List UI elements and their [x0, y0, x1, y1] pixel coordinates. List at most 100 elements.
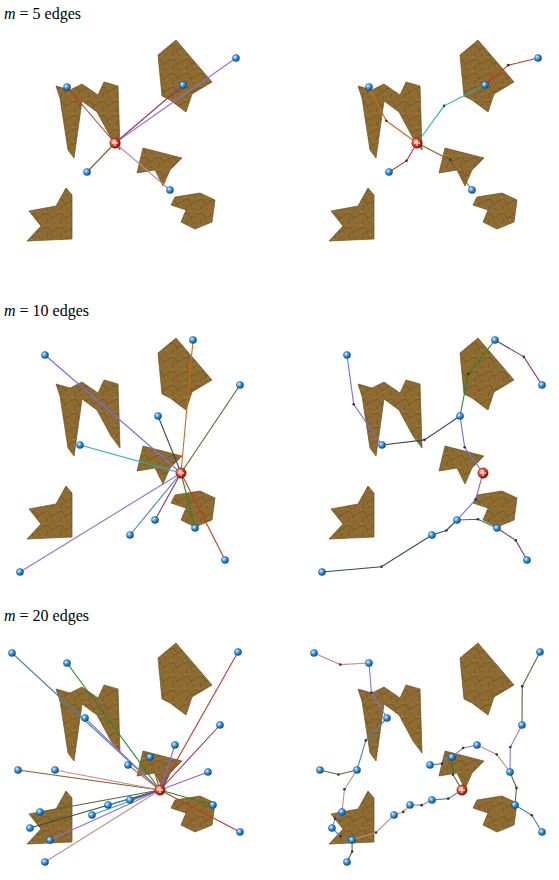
bend-point	[343, 788, 346, 791]
terminal-point	[81, 714, 88, 721]
bend-point	[467, 373, 470, 376]
terminal-point	[189, 336, 196, 343]
direct-edge	[55, 770, 160, 790]
direct-edge	[115, 58, 236, 143]
tree-edge	[389, 143, 417, 172]
terminal-point	[343, 858, 350, 865]
terminal-point	[338, 808, 345, 815]
root-disc	[155, 785, 165, 795]
direct-edge	[160, 790, 240, 832]
terminal-point	[456, 412, 463, 419]
terminal-point	[316, 766, 323, 773]
direct-edge	[181, 473, 195, 528]
terminal-point	[46, 836, 53, 843]
direct-edge	[115, 143, 170, 190]
terminal-point	[473, 741, 480, 748]
terminal-point	[204, 768, 211, 775]
bend-point	[523, 356, 526, 359]
direct-edge	[160, 772, 208, 790]
tree-edge	[497, 528, 527, 560]
terminal-point	[191, 524, 198, 531]
tree-edge	[314, 653, 369, 665]
root-cross	[157, 787, 163, 793]
bend-point	[463, 446, 466, 449]
terminal-point	[236, 828, 243, 835]
bend-point	[447, 797, 450, 800]
terminal-point	[166, 186, 173, 193]
root-point	[412, 138, 422, 148]
terminal-point	[63, 659, 70, 666]
terminal-point	[41, 858, 48, 865]
terminal-point	[236, 381, 243, 388]
direct-edge	[30, 790, 160, 828]
root-cross	[480, 470, 486, 476]
tree-edge	[495, 340, 542, 385]
terminal-point	[343, 351, 350, 358]
terminal-point	[353, 766, 360, 773]
root-disc	[176, 468, 186, 478]
direct-edge	[130, 473, 181, 535]
terminal-point	[126, 796, 133, 803]
direct-edge	[108, 790, 160, 805]
terminal-point	[453, 516, 460, 523]
tree-edge	[515, 805, 542, 832]
terminal-point	[348, 836, 355, 843]
direct-edge	[45, 790, 160, 862]
root-disc	[412, 138, 422, 148]
bend-point	[445, 529, 448, 532]
root-cross	[112, 140, 118, 146]
terminal-point	[538, 828, 545, 835]
bend-point	[385, 119, 388, 122]
terminal-point	[428, 796, 435, 803]
tree-edge	[457, 473, 483, 520]
bend-point	[405, 160, 408, 163]
direct-edge	[181, 340, 193, 473]
tree-edge	[510, 725, 522, 772]
terminal-point	[378, 441, 385, 448]
root-point	[110, 138, 120, 148]
tree-edge	[369, 87, 417, 143]
bend-point	[474, 498, 477, 501]
bend-point	[375, 831, 378, 834]
bend-point	[443, 105, 446, 108]
direct-edge	[45, 355, 181, 473]
panel-label: m = 20 edges	[2, 606, 91, 625]
bend-point	[509, 746, 512, 749]
tree-edge	[477, 745, 510, 772]
direct-edge	[80, 445, 181, 473]
bend-point	[352, 403, 355, 406]
obstacles	[329, 643, 517, 844]
bend-point	[477, 518, 480, 521]
bend-point	[370, 691, 373, 694]
bend-point	[339, 835, 342, 838]
bend-point	[507, 64, 510, 67]
direct-edge	[67, 87, 115, 143]
terminal-point	[14, 766, 21, 773]
tree-edge	[357, 718, 387, 770]
root-cross	[414, 140, 420, 146]
terminal-point	[468, 186, 475, 193]
bend-point	[515, 539, 518, 542]
root-cross	[459, 787, 465, 793]
terminal-point	[216, 721, 223, 728]
tree-edge	[322, 535, 432, 572]
terminal-point	[385, 168, 392, 175]
terminal-point	[523, 556, 530, 563]
terminal-point	[36, 808, 43, 815]
terminal-point	[126, 531, 133, 538]
terminal-point	[16, 568, 23, 575]
terminal-point	[506, 768, 513, 775]
bend-point	[364, 739, 367, 742]
terminal-point	[88, 811, 95, 818]
terminal-point	[232, 54, 239, 61]
root-point	[155, 785, 165, 795]
terminal-point	[493, 524, 500, 531]
bend-point	[351, 850, 354, 853]
bend-point	[423, 439, 426, 442]
terminal-point	[234, 648, 241, 655]
tree-edge	[432, 520, 457, 535]
direct-edge	[50, 790, 160, 840]
terminal-point	[318, 568, 325, 575]
